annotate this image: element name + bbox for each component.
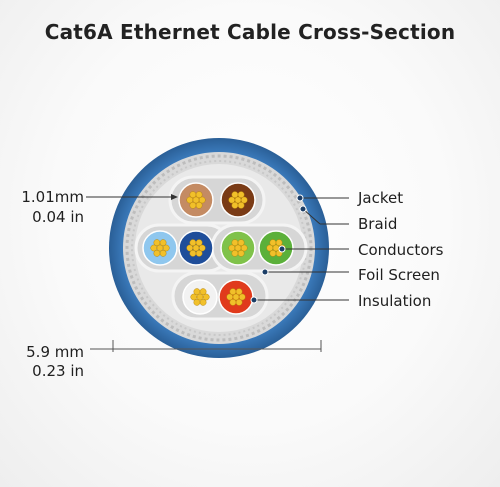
label-conductors: Conductors	[358, 241, 444, 259]
copper-strand-orange-6	[235, 288, 243, 295]
copper-strand-white-5	[193, 288, 201, 295]
copper-strand-blue-5	[189, 239, 197, 246]
copper-strand-green-6	[275, 239, 283, 246]
leader-dot-jacket	[296, 194, 304, 202]
copper-strand-orange-3	[229, 299, 237, 306]
dim-conductor-in: 0.04 in	[32, 208, 84, 226]
leader-dot-insulation	[250, 296, 258, 304]
copper-strand-light-blue-4	[150, 244, 158, 252]
copper-strand-light-brown-4	[186, 196, 194, 204]
copper-strand-white-6	[199, 288, 207, 295]
copper-strand-white-1	[202, 293, 210, 301]
copper-strand-light-blue-3	[153, 250, 161, 257]
dim-conductor-arrowhead	[171, 194, 178, 200]
copper-strand-light-green-5	[231, 239, 239, 246]
page-title: Cat6A Ethernet Cable Cross-Section	[44, 20, 456, 44]
dim-outer-in: 0.23 in	[32, 362, 84, 380]
dim-conductor-mm: 1.01mm	[21, 188, 84, 206]
copper-strand-orange-1	[238, 293, 246, 301]
leader-dot-conductors	[278, 245, 286, 253]
copper-strand-light-blue-1	[162, 244, 170, 252]
copper-strand-blue-6	[195, 239, 203, 246]
copper-strand-light-green-6	[237, 239, 245, 246]
copper-strand-light-blue-2	[159, 250, 167, 257]
copper-strand-green-5	[269, 239, 277, 246]
copper-strand-blue-2	[195, 250, 203, 257]
copper-strand-light-green-4	[228, 244, 236, 252]
copper-strand-blue-3	[189, 250, 197, 257]
copper-strand-light-green-2	[237, 250, 245, 257]
copper-strand-light-green-3	[231, 250, 239, 257]
copper-strand-light-brown-1	[198, 196, 206, 204]
copper-strand-orange-4	[226, 293, 234, 301]
label-foil-screen: Foil Screen	[358, 266, 440, 284]
copper-strand-light-blue-5	[153, 239, 161, 246]
copper-strand-light-brown-5	[189, 191, 197, 198]
copper-strand-green-4	[266, 244, 274, 252]
copper-strand-orange-5	[229, 288, 237, 295]
copper-strand-orange-2	[235, 299, 243, 306]
leader-dot-foil	[261, 268, 269, 276]
dim-outer-mm: 5.9 mm	[26, 343, 84, 361]
leader-braid	[302, 208, 321, 225]
copper-strand-light-brown-2	[195, 202, 203, 209]
copper-strand-brown-4	[228, 196, 236, 204]
copper-strand-brown-3	[231, 202, 239, 209]
label-jacket: Jacket	[358, 189, 404, 207]
copper-strand-brown-2	[237, 202, 245, 209]
copper-strand-light-blue-6	[159, 239, 167, 246]
label-braid: Braid	[358, 215, 398, 233]
copper-strand-brown-6	[237, 191, 245, 198]
copper-strand-white-4	[190, 293, 198, 301]
copper-strand-light-brown-6	[195, 191, 203, 198]
leader-dot-braid	[299, 205, 307, 213]
copper-strand-white-3	[193, 299, 201, 306]
copper-strand-blue-4	[186, 244, 194, 252]
copper-strand-brown-5	[231, 191, 239, 198]
braid-dash-outer	[125, 154, 313, 342]
copper-strand-light-brown-3	[189, 202, 197, 209]
copper-strand-white-2	[199, 299, 207, 306]
copper-strand-brown-1	[240, 196, 248, 204]
label-insulation: Insulation	[358, 292, 432, 310]
copper-strand-blue-1	[198, 244, 206, 252]
copper-strand-green-3	[269, 250, 277, 257]
copper-strand-light-green-1	[240, 244, 248, 252]
